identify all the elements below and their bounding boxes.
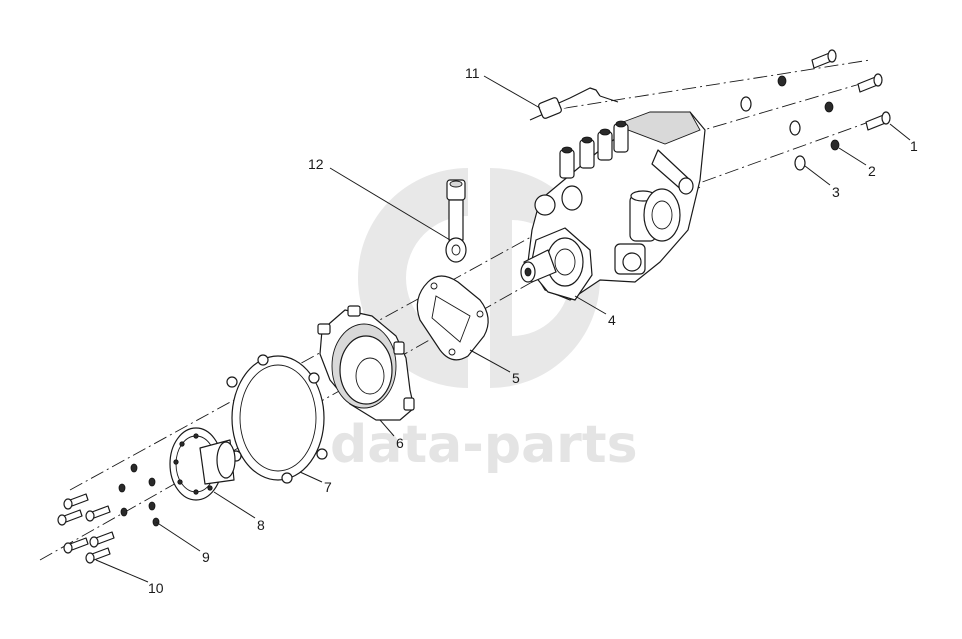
injection-pump bbox=[520, 111, 706, 301]
callout-leaders bbox=[95, 75, 911, 583]
callout-labels: 1 2 3 4 5 6 7 8 9 10 11 12 bbox=[148, 65, 918, 596]
callout-2: 2 bbox=[868, 163, 876, 179]
cover-gasket bbox=[226, 354, 328, 484]
watermark-text: data-parts bbox=[330, 415, 638, 475]
callout-9: 9 bbox=[202, 549, 210, 565]
hub-bolts bbox=[57, 493, 115, 564]
callout-4: 4 bbox=[608, 312, 616, 328]
banjo-connector bbox=[445, 179, 467, 263]
pump-gasket bbox=[416, 275, 489, 361]
callout-12: 12 bbox=[308, 156, 324, 172]
callout-6: 6 bbox=[396, 435, 404, 451]
hub-washers bbox=[118, 463, 160, 527]
rear-bolts bbox=[811, 49, 891, 131]
callout-7: 7 bbox=[324, 479, 332, 495]
callout-1: 1 bbox=[910, 138, 918, 154]
fuel-pipe bbox=[529, 87, 619, 121]
callout-3: 3 bbox=[832, 184, 840, 200]
callout-8: 8 bbox=[257, 517, 265, 533]
rear-flat-washers bbox=[740, 96, 806, 171]
callout-5: 5 bbox=[512, 370, 520, 386]
drive-hub bbox=[169, 427, 236, 501]
rear-lock-washers bbox=[777, 75, 840, 151]
adapter-housing bbox=[317, 305, 415, 421]
callout-10: 10 bbox=[148, 580, 164, 596]
callout-11: 11 bbox=[465, 65, 480, 81]
